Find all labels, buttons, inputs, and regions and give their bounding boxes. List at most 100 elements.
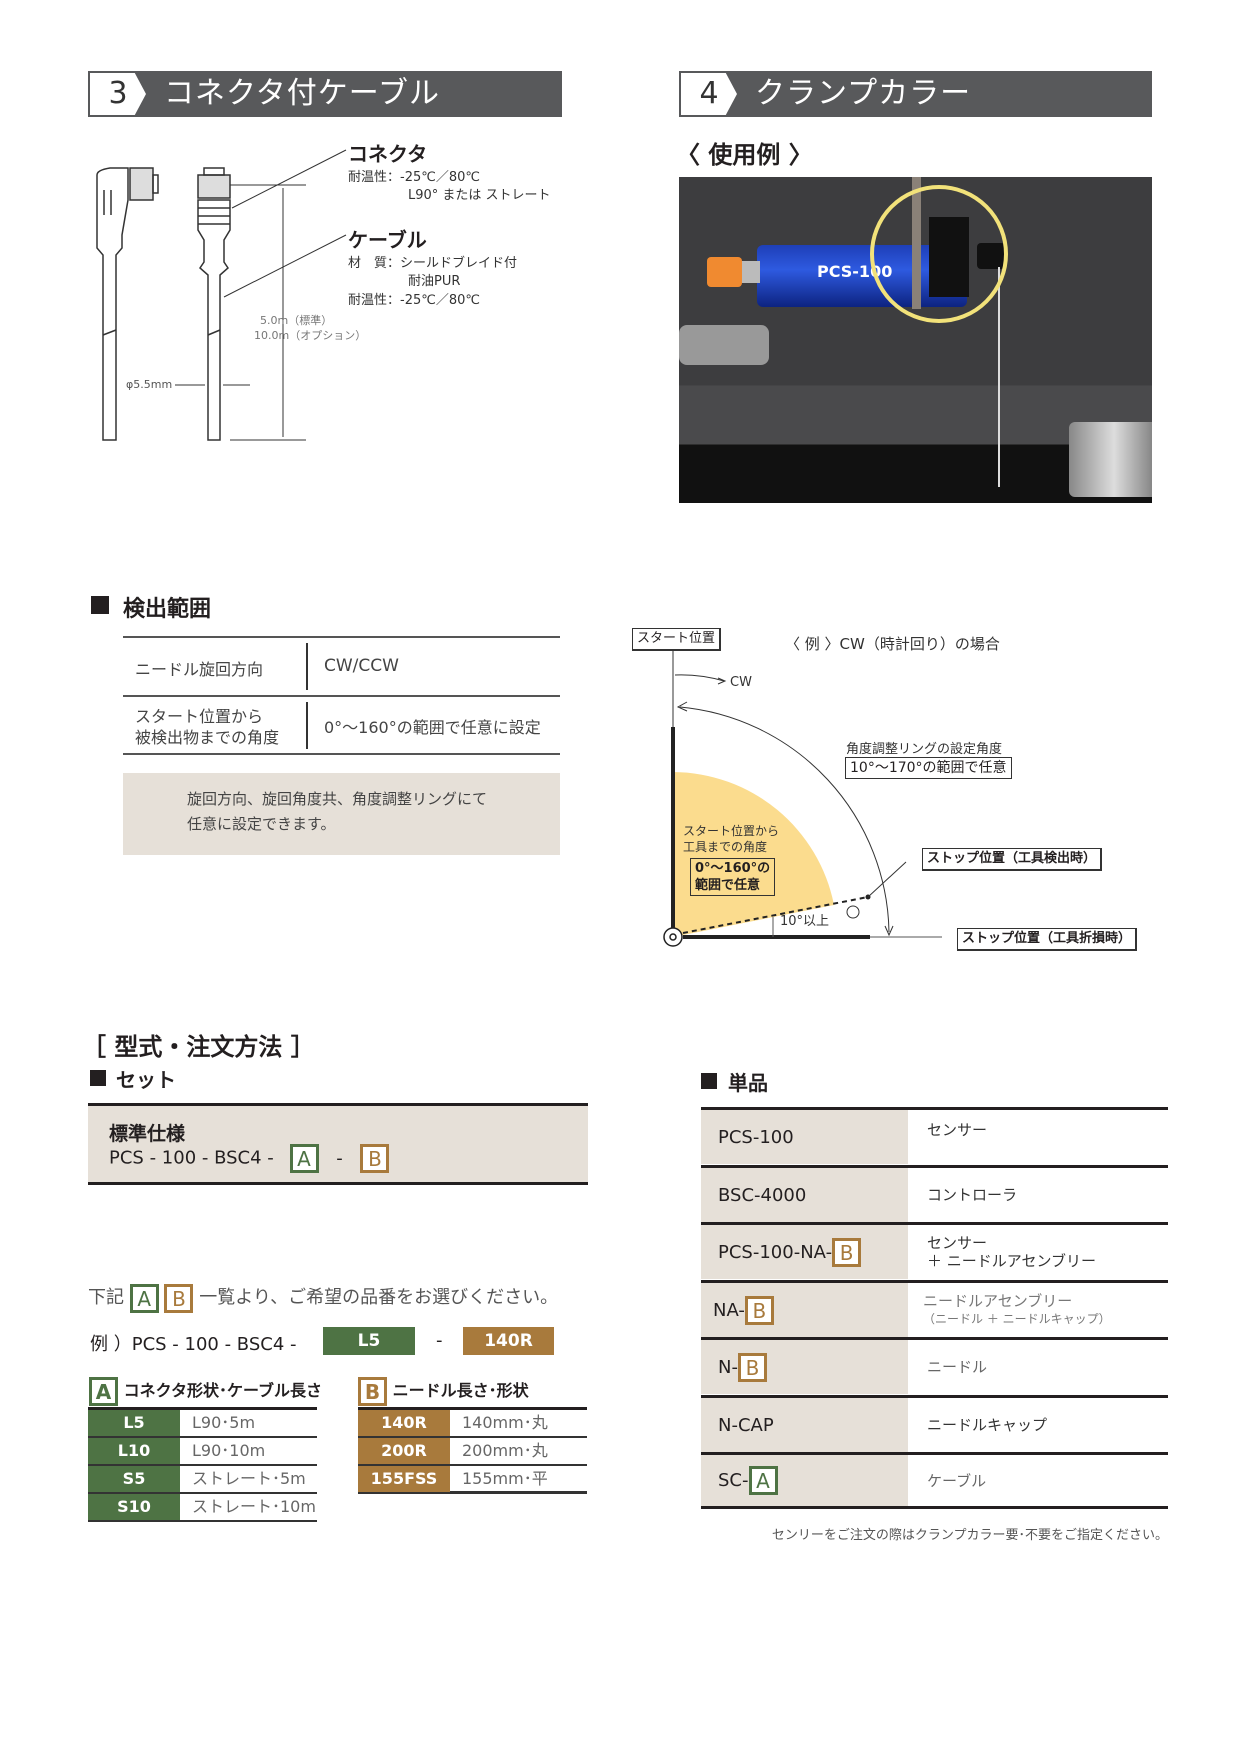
- code-dash: -: [336, 1147, 343, 1169]
- example-b: 140R: [463, 1327, 554, 1355]
- bullet-square-icon: [701, 1073, 717, 1089]
- part-code: NA-B: [701, 1283, 908, 1337]
- section-4-header: 4 クランプカラー: [679, 71, 1152, 117]
- table-row: N-B ニードル: [701, 1337, 1168, 1394]
- placeholder-b: B: [832, 1237, 862, 1267]
- section-title: クランプカラー: [755, 76, 972, 111]
- standard-spec-title: 標準仕様: [109, 1123, 186, 1145]
- set-heading: セット: [116, 1068, 176, 1092]
- code: S5: [88, 1466, 180, 1492]
- table-row: S5 ストレート･5m: [88, 1466, 317, 1494]
- bullet-square-icon: [90, 1070, 106, 1086]
- placeholder-a: A: [89, 1377, 118, 1406]
- desc: 140mm･丸: [462, 1413, 548, 1432]
- table-title: コネクタ形状･ケーブル長さ: [123, 1381, 322, 1400]
- code-text: PCS - 100 - BSC4 -: [109, 1147, 274, 1169]
- example-a: L5: [323, 1327, 415, 1355]
- connector-shape: L90° または ストレート: [408, 188, 551, 203]
- divider: [123, 753, 560, 755]
- cable-material-2: 耐油PUR: [408, 274, 461, 289]
- code: L5: [88, 1410, 180, 1436]
- text: 一覧より、ご希望の品番をお選びください。: [199, 1287, 559, 1308]
- part-desc: ニードルアセンブリー（ニードル ＋ ニードルキャップ）: [923, 1292, 1111, 1326]
- placeholder-b: B: [360, 1144, 390, 1173]
- single-heading: 単品: [728, 1071, 768, 1095]
- footnote: センリーをご注文の際はクランプカラー要･不要をご指定ください。: [771, 1528, 1168, 1543]
- connector-title: コネクタ: [348, 142, 428, 166]
- placeholder-b: B: [164, 1283, 194, 1313]
- placeholder-a: A: [289, 1144, 319, 1173]
- start-position-label: スタート位置: [632, 628, 722, 651]
- order-heading: ［ 型式・注文方法 ］: [82, 1033, 315, 1061]
- part-desc: ニードル: [927, 1358, 988, 1376]
- diagram-title: 〈 例 〉CW（時計回り）の場合: [785, 635, 1000, 653]
- detect-heading: 検出範囲: [123, 597, 212, 622]
- example-code: 例 ）PCS - 100 - BSC4 -: [90, 1334, 297, 1355]
- note-line: 任意に設定できます。: [187, 815, 336, 833]
- length-standard: 5.0m（標準）: [260, 314, 333, 327]
- table-b-heading: B ニードル長さ･形状: [358, 1377, 529, 1406]
- tool-angle-range: 0°～160°の 範囲で任意: [690, 858, 776, 896]
- length-option: 10.0m（オプション）: [254, 329, 367, 342]
- table-row: PCS-100-NA-B センサー＋ ニードルアセンブリー: [701, 1222, 1168, 1279]
- divider: [123, 695, 560, 697]
- standard-spec-code: PCS - 100 - BSC4 - A - B: [109, 1144, 390, 1173]
- spec-label: ニードル旋回方向: [135, 660, 264, 679]
- select-instruction: 下記 A B 一覧より、ご希望の品番をお選びください。: [88, 1283, 558, 1313]
- part-code: N-B: [701, 1340, 908, 1394]
- cable-drawing: [96, 149, 347, 441]
- part-code: PCS-100-NA-B: [701, 1225, 908, 1279]
- ring-angle-range: 10°～170°の範囲で任意: [845, 757, 1012, 779]
- part-code: SC-A: [701, 1455, 908, 1506]
- part-desc: センサー＋ ニードルアセンブリー: [927, 1234, 1097, 1270]
- table-a-heading: A コネクタ形状･ケーブル長さ: [89, 1377, 322, 1406]
- placeholder-a: A: [129, 1283, 159, 1313]
- highlight-circle: [870, 185, 1008, 323]
- usage-example-heading: 〈 使用例 〉: [676, 141, 813, 169]
- section-3-header: 3 コネクタ付ケーブル: [88, 71, 562, 117]
- note-line: 旋回方向、旋回角度共、角度調整リングにて: [187, 790, 488, 808]
- part-code: PCS-100: [701, 1110, 908, 1164]
- diameter-label: φ5.5mm: [126, 378, 173, 391]
- stop-detect-label: ストップ位置（工具検出時）: [922, 848, 1103, 871]
- table-row: PCS-100 センサー: [701, 1107, 1168, 1164]
- table-row: 140R 140mm･丸: [358, 1410, 587, 1438]
- cw-label: CW: [730, 675, 752, 690]
- placeholder-b: B: [358, 1377, 387, 1406]
- table-row: L5 L90･5m: [88, 1410, 317, 1438]
- divider: [123, 636, 560, 638]
- spec-value: CW/CCW: [324, 656, 399, 676]
- spec-value: 0°～160°の範囲で任意に設定: [324, 718, 541, 737]
- desc: ストレート･5m: [192, 1469, 306, 1488]
- part-code: N-CAP: [701, 1398, 908, 1452]
- rotation-diagram: [663, 650, 942, 947]
- desc: 155mm･平: [462, 1469, 548, 1488]
- section-number: 4: [681, 73, 737, 115]
- connector-temp: 耐温性：-25℃／80℃: [348, 170, 480, 185]
- table-row: NA-B ニードルアセンブリー（ニードル ＋ ニードルキャップ）: [701, 1280, 1168, 1337]
- part-desc: センサー: [927, 1121, 988, 1139]
- example-dash: -: [436, 1330, 443, 1351]
- code: S10: [88, 1494, 180, 1520]
- bullet-square-icon: [91, 596, 109, 614]
- stop-break-label: ストップ位置（工具折損時）: [957, 928, 1138, 951]
- placeholder-b: B: [737, 1352, 767, 1382]
- min-angle-label: 10°以上: [780, 914, 830, 929]
- section-title: コネクタ付ケーブル: [164, 76, 440, 111]
- part-desc: コントローラ: [927, 1186, 1018, 1204]
- cable-temp: 耐温性：-25℃／80℃: [348, 293, 480, 308]
- spec-label: 被検出物までの角度: [135, 728, 280, 747]
- spec-label: スタート位置から: [135, 707, 264, 726]
- code: 140R: [358, 1410, 450, 1436]
- table-title: ニードル長さ･形状: [392, 1381, 529, 1400]
- text: 下記: [88, 1287, 124, 1308]
- tool-angle-label: 工具までの角度: [683, 840, 768, 854]
- range-line: 範囲で任意: [695, 878, 761, 893]
- desc: L90･5m: [192, 1413, 256, 1432]
- section-number: 3: [90, 73, 146, 115]
